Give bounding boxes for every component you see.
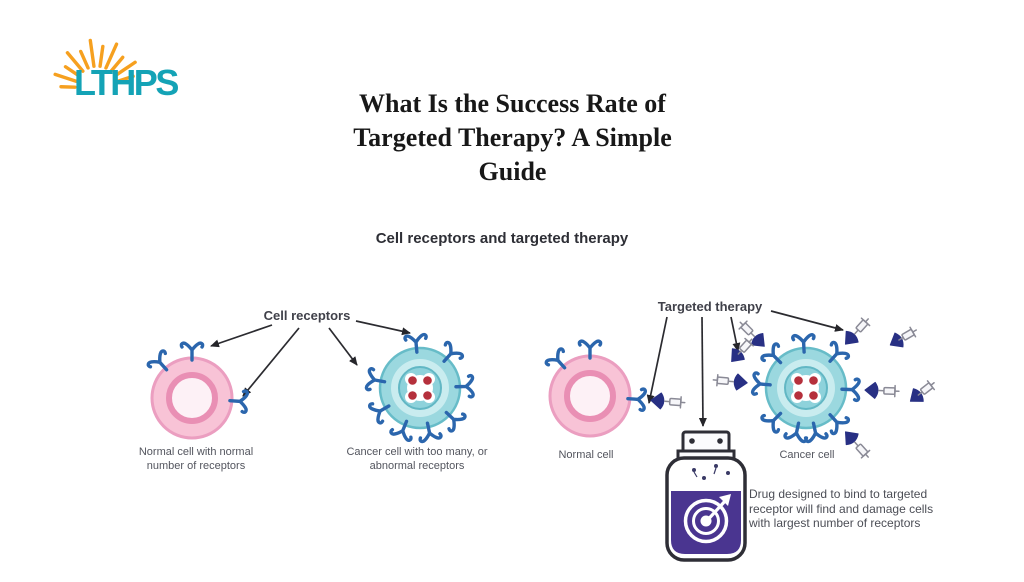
bound-drug-icon — [735, 317, 790, 372]
bound-drug-icon — [839, 376, 900, 403]
targeted-therapy-label: Targeted therapy — [657, 299, 763, 314]
medicine-bottle-icon — [665, 430, 747, 562]
drug-description-caption: Drug designed to bind to targeted recept… — [749, 487, 934, 530]
page-title: What Is the Success Rate of Targeted The… — [353, 89, 672, 186]
bound-drug-icon — [625, 386, 686, 413]
diagram-heading: Cell receptors and targeted therapy — [375, 230, 629, 247]
cell-receptors-arrows — [210, 320, 411, 397]
cancer-cell-right-illustration — [712, 314, 900, 462]
molecule-speckles-icon — [692, 464, 730, 480]
normal-cell-right-caption: Normal cell — [558, 449, 614, 461]
targeted-therapy-arrows — [646, 310, 844, 427]
bound-drug-icon — [820, 314, 874, 371]
normal-cell-left-caption: Normal cell with normal number of recept… — [138, 446, 254, 472]
cancer-cell-right-caption: Cancer cell — [779, 449, 835, 461]
cell-receptors-label: Cell receptors — [263, 308, 351, 323]
logo-sunrays-icon — [53, 38, 137, 89]
site-logo: LTHPS — [74, 62, 179, 103]
cancer-cell-left-illustration — [364, 332, 475, 444]
normal-cell-left-illustration — [145, 341, 250, 440]
cancer-cell-left-caption: Cancer cell with too many, or abnormal r… — [346, 446, 488, 472]
target-icon — [683, 494, 731, 544]
bound-drug-icon — [712, 371, 773, 398]
normal-cell-right-illustration — [543, 339, 686, 438]
